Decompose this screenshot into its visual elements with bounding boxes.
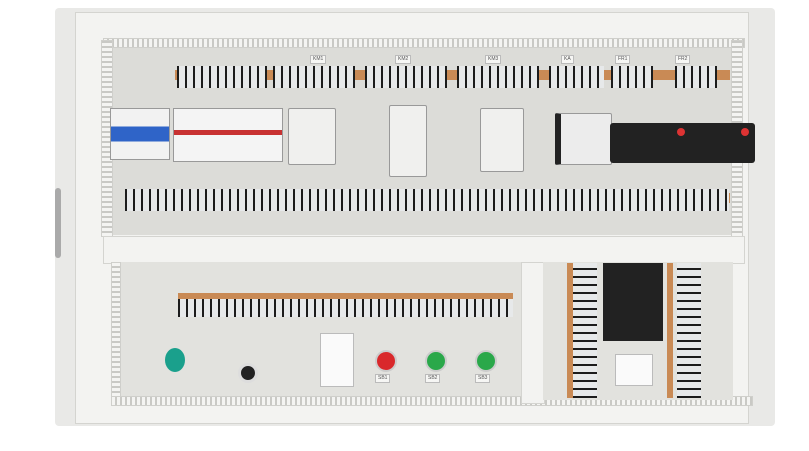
- label-sb2: SB2: [425, 374, 441, 383]
- label-km3: KM3: [485, 55, 502, 64]
- relay-bank: [603, 263, 663, 341]
- stop-button-sb1[interactable]: [375, 350, 397, 372]
- label-ka: KA: [561, 55, 574, 64]
- terminal-block: [457, 66, 539, 88]
- start-button-sb2[interactable]: [425, 350, 447, 372]
- terminal-block: [273, 66, 355, 88]
- contactor-km1: [288, 108, 336, 165]
- circuit-breaker-white[interactable]: [173, 108, 283, 162]
- control-panel: KM1 KM2 KM3 KA FR1 FR2 SB1 SB2 SB3: [55, 8, 775, 426]
- terminal-block: [549, 66, 604, 88]
- rectifier-bridge: [320, 333, 354, 387]
- vertical-rail: [567, 263, 573, 398]
- terminal-strip: [178, 299, 513, 317]
- divider-bar: [103, 236, 745, 264]
- vertical-divider: [521, 262, 545, 404]
- meter: [615, 354, 653, 386]
- rotary-knob[interactable]: [238, 363, 258, 383]
- terminal-block: [365, 66, 447, 88]
- door-handle[interactable]: [55, 188, 61, 258]
- label-km2: KM2: [395, 55, 412, 64]
- label-km1: KM1: [310, 55, 327, 64]
- label-sb3: SB3: [475, 374, 491, 383]
- contactor-km2: [389, 105, 427, 177]
- circuit-breaker-blue[interactable]: [110, 108, 170, 160]
- terminal-strip: [125, 189, 729, 211]
- lower-rail: [178, 293, 513, 303]
- contactor-km3: [480, 108, 524, 172]
- relay-ka: [555, 113, 612, 165]
- label-fr2: FR2: [675, 55, 691, 64]
- terminal-column: [573, 263, 597, 398]
- start-button-sb3[interactable]: [475, 350, 497, 372]
- reset-button[interactable]: [677, 128, 685, 136]
- bottom-wire-duct: [111, 396, 753, 406]
- reset-button[interactable]: [741, 128, 749, 136]
- top-rail: [175, 70, 730, 80]
- label-sb1: SB1: [375, 374, 391, 383]
- left-wire-duct: [111, 262, 121, 402]
- terminal-block: [675, 66, 717, 88]
- vertical-rail: [667, 263, 673, 398]
- terminal-column: [677, 263, 701, 398]
- terminal-block: [611, 66, 653, 88]
- label-fr1: FR1: [615, 55, 631, 64]
- indicator-lamp: [165, 348, 185, 372]
- lower-left-compartment: [111, 262, 521, 400]
- terminal-block: [177, 66, 267, 88]
- top-wire-duct: [103, 38, 745, 48]
